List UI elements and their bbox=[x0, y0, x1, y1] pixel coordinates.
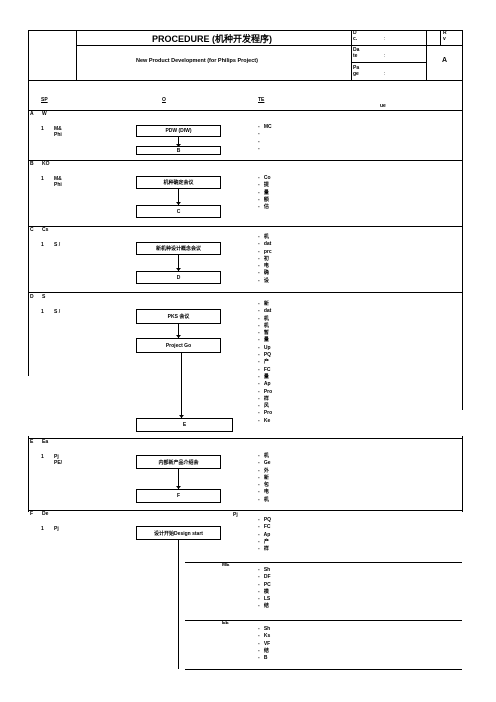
section-a-name: W bbox=[42, 111, 47, 117]
section-f-notes-me: - Sh - DF - PC - 模 - LS - 结 bbox=[258, 567, 271, 610]
page-subtitle: New Product Development (for Philips Pro… bbox=[136, 58, 258, 64]
flow-box-c: C bbox=[136, 205, 221, 218]
flow-box-concept-meeting: 新机种设计概念会议 bbox=[136, 242, 221, 255]
date-label: Da te bbox=[353, 47, 360, 59]
flow-box-design-start: 设计开始Design start bbox=[136, 526, 221, 540]
section-f-notes-ee: - Sh - Ks - VF - 结 - B bbox=[258, 626, 271, 662]
section-b-num: 1 bbox=[41, 176, 44, 182]
section-a-code: A bbox=[30, 111, 34, 117]
section-d-code: D bbox=[30, 294, 34, 300]
flow-box-f: F bbox=[136, 489, 221, 503]
flow-box-pdw: PDW (DIW) bbox=[136, 125, 221, 137]
section-c-num: 1 bbox=[41, 242, 44, 248]
section-e-code: E bbox=[30, 439, 34, 445]
section-a-notes: - MC - - - bbox=[258, 124, 272, 152]
flow-box-b: B bbox=[136, 146, 221, 155]
section-d-num: 1 bbox=[41, 309, 44, 315]
section-d-notes: - 新 - dat - 机 - 机 - 暂 - 量 - Up - PQ - 产 … bbox=[258, 301, 273, 424]
flow-box-d: D bbox=[136, 271, 221, 284]
date-colon: : bbox=[384, 53, 386, 59]
rev-value: A bbox=[442, 57, 448, 64]
section-f-code: F bbox=[30, 511, 34, 517]
section-b-name: KO bbox=[42, 161, 50, 167]
section-b-notes: - Co - 提 - 量 - 额 - 估 bbox=[258, 175, 271, 211]
section-c-owner: S / bbox=[54, 242, 61, 248]
section-b-owner: M& Phi bbox=[54, 176, 62, 188]
section-c-code: C bbox=[30, 227, 34, 233]
page-label: Pa ge bbox=[353, 65, 360, 77]
col-extra: ue bbox=[380, 103, 386, 109]
col-step: SP bbox=[41, 97, 48, 103]
flow-box-project-go: Project Go bbox=[136, 338, 221, 353]
flow-box-e: E bbox=[136, 418, 233, 432]
role-pj: Pj bbox=[233, 512, 238, 518]
section-e-notes: - 机 - Ge - 外 - 新 - 包 - 电 - 机 bbox=[258, 453, 271, 503]
section-b-code: B bbox=[30, 161, 34, 167]
col-flow: O bbox=[162, 97, 166, 103]
section-e-owner: Pj PE/ bbox=[54, 454, 63, 466]
flow-box-model-confirm: 机种确定会议 bbox=[136, 176, 221, 189]
doc-colon: : bbox=[384, 36, 386, 42]
section-f-notes-pj: - PQ - FC - Ap - 产 - 样 bbox=[258, 517, 272, 553]
section-f-owner: Pj bbox=[54, 526, 59, 532]
section-a-owner: M& Phi bbox=[54, 126, 62, 138]
page-colon: : bbox=[384, 71, 386, 77]
section-f-num: 1 bbox=[41, 526, 44, 532]
section-f-name: De bbox=[42, 511, 49, 517]
flow-box-product-intro: 内部新产品介绍会 bbox=[136, 455, 221, 469]
section-a-num: 1 bbox=[41, 126, 44, 132]
section-c-notes: - 机 - dat - prc - 初 - 电 - 确 - 设 bbox=[258, 234, 272, 284]
flow-box-pks-meeting: PKS 会议 bbox=[136, 309, 221, 324]
doc-label: D c. bbox=[353, 30, 358, 42]
rev-label: R v bbox=[443, 30, 447, 42]
section-d-name: S bbox=[42, 294, 46, 300]
section-d-owner: S / bbox=[54, 309, 61, 315]
role-ee: EE bbox=[222, 620, 229, 626]
section-e-num: 1 bbox=[41, 454, 44, 460]
page-title: PROCEDURE (机种开发程序) bbox=[152, 34, 273, 44]
section-e-name: Ea bbox=[42, 439, 49, 445]
section-c-name: Cs bbox=[42, 227, 49, 233]
role-me: ME bbox=[222, 562, 230, 568]
col-note: TE bbox=[258, 97, 265, 103]
